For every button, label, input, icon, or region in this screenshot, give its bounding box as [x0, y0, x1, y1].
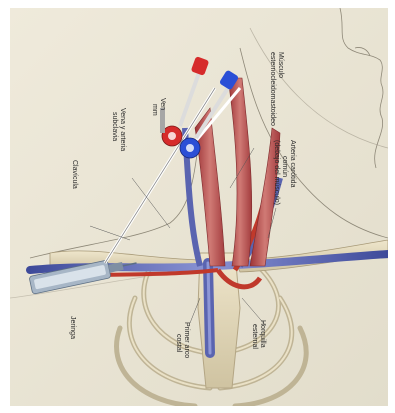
anatomy-illustration [10, 8, 388, 406]
label-horquilla-line2: esternal [250, 324, 258, 349]
label-clavicula: Clavícula [70, 160, 78, 189]
label-horquilla-line1: Horquilla [258, 320, 266, 348]
vena-cava-highlight [208, 263, 210, 353]
label-musculo-line1: Músculo [276, 52, 284, 78]
label-vena-arteria-line2: subclavia [110, 112, 118, 141]
label-carotida-line1: Arteria carótida [288, 140, 296, 187]
label-primer-arco-line1: Primer arco [182, 322, 190, 358]
label-jeringa: Jeringa [68, 316, 76, 339]
label-mm: mm [150, 104, 158, 116]
label-ven: Ven [158, 98, 166, 110]
label-carotida-line2: común [280, 156, 288, 177]
label-primer-arco-line2: costal [174, 334, 182, 352]
label-vena-arteria-line1: Vena y arteria [118, 108, 126, 151]
label-carotida-line3: (debajo del músculo) [272, 140, 280, 205]
label-musculo-line2: esternocleidomastoideo [268, 52, 276, 126]
